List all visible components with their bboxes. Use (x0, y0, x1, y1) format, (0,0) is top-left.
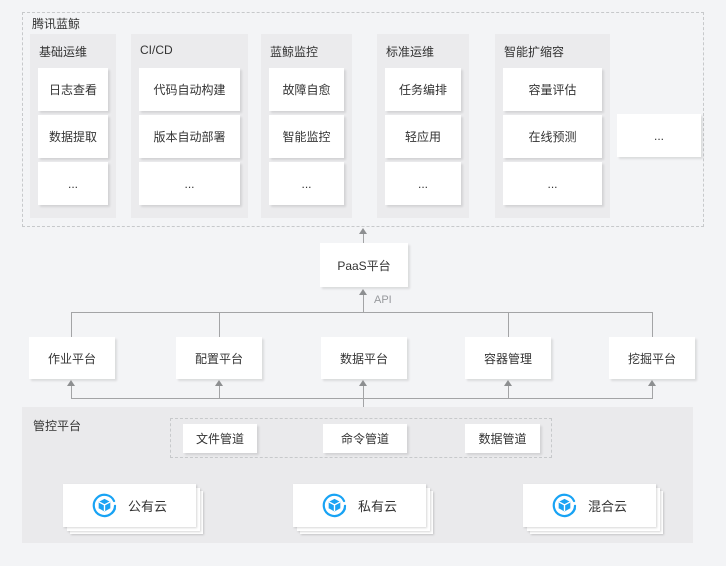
module-card: 智能监控 (269, 115, 344, 158)
module-card: 任务编排 (385, 68, 461, 111)
module-card: 故障自愈 (269, 68, 344, 111)
arrow-up-icon (359, 289, 367, 295)
column-monitor: 蓝鲸监控 故障自愈 智能监控 ... (261, 34, 352, 218)
column-autoscaling: 智能扩缩容 容量评估 在线预测 ... (495, 34, 610, 218)
connector-bus-top (71, 312, 653, 313)
column-cicd: CI/CD 代码自动构建 版本自动部署 ... (131, 34, 248, 218)
tencent-cloud-icon (92, 493, 117, 518)
platform-node-config: 配置平台 (176, 337, 262, 379)
cloud-card-face: 混合云 (523, 484, 656, 527)
arrow-up-icon (359, 228, 367, 234)
cloud-card-face: 私有云 (293, 484, 426, 527)
module-card: 容量评估 (503, 68, 602, 111)
pipes-container (170, 418, 552, 458)
blueking-container (22, 12, 704, 227)
cloud-card-private: 私有云 (293, 484, 433, 534)
connector-line (219, 313, 220, 337)
cloud-label: 私有云 (357, 499, 397, 514)
more-modules-card: ... (617, 114, 701, 157)
platform-node-data: 数据平台 (321, 337, 407, 379)
tencent-cloud-icon (322, 493, 347, 518)
connector-bus-bottom (71, 398, 653, 399)
module-card-more: ... (385, 162, 461, 205)
pipe-node-file: 文件管道 (183, 424, 257, 453)
module-card-more: ... (139, 162, 240, 205)
module-card-more: ... (503, 162, 602, 205)
connector-line (652, 313, 653, 337)
cloud-card-face: 公有云 (63, 484, 196, 527)
module-card: 数据提取 (38, 115, 108, 158)
column-header: CI/CD (140, 43, 173, 57)
cloud-label: 混合云 (587, 499, 627, 514)
module-card: 日志查看 (38, 68, 108, 111)
column-header: 基础运维 (39, 45, 88, 59)
column-header: 智能扩缩容 (504, 45, 565, 59)
cloud-card-public: 公有云 (63, 484, 203, 534)
connector-line (363, 386, 364, 398)
column-standard-ops: 标准运维 任务编排 轻应用 ... (377, 34, 469, 218)
cloud-label: 公有云 (127, 499, 167, 514)
connector-line (652, 386, 653, 398)
blueking-title: 腾讯蓝鲸 (32, 17, 81, 31)
tencent-cloud-icon (552, 493, 577, 518)
platform-node-mining: 挖掘平台 (609, 337, 695, 379)
connector-line (219, 386, 220, 398)
module-card: 版本自动部署 (139, 115, 240, 158)
control-platform-title: 管控平台 (33, 419, 82, 433)
pipe-node-command: 命令管道 (323, 424, 407, 453)
column-basic-ops: 基础运维 日志查看 数据提取 ... (30, 34, 116, 218)
arrow-up-icon (67, 380, 75, 386)
arrow-up-icon (504, 380, 512, 386)
arrow-up-icon (648, 380, 656, 386)
module-card: 代码自动构建 (139, 68, 240, 111)
module-card: 轻应用 (385, 115, 461, 158)
pipe-node-data: 数据管道 (465, 424, 540, 453)
platform-node-job: 作业平台 (29, 337, 115, 379)
arrow-up-icon (215, 380, 223, 386)
module-card-more: ... (38, 162, 108, 205)
connector-line (508, 313, 509, 337)
connector-line (508, 386, 509, 398)
module-card: 在线预测 (503, 115, 602, 158)
connector-line (363, 234, 364, 243)
column-header: 标准运维 (386, 45, 435, 59)
connector-line (71, 386, 72, 398)
connector-line (71, 313, 72, 337)
platform-node-container: 容器管理 (465, 337, 551, 379)
module-card-more: ... (269, 162, 344, 205)
api-label: API (374, 294, 392, 306)
connector-line (363, 295, 364, 312)
cloud-card-hybrid: 混合云 (523, 484, 663, 534)
arrow-up-icon (359, 380, 367, 386)
column-header: 蓝鲸监控 (270, 45, 319, 59)
paas-platform-node: PaaS平台 (320, 243, 408, 287)
